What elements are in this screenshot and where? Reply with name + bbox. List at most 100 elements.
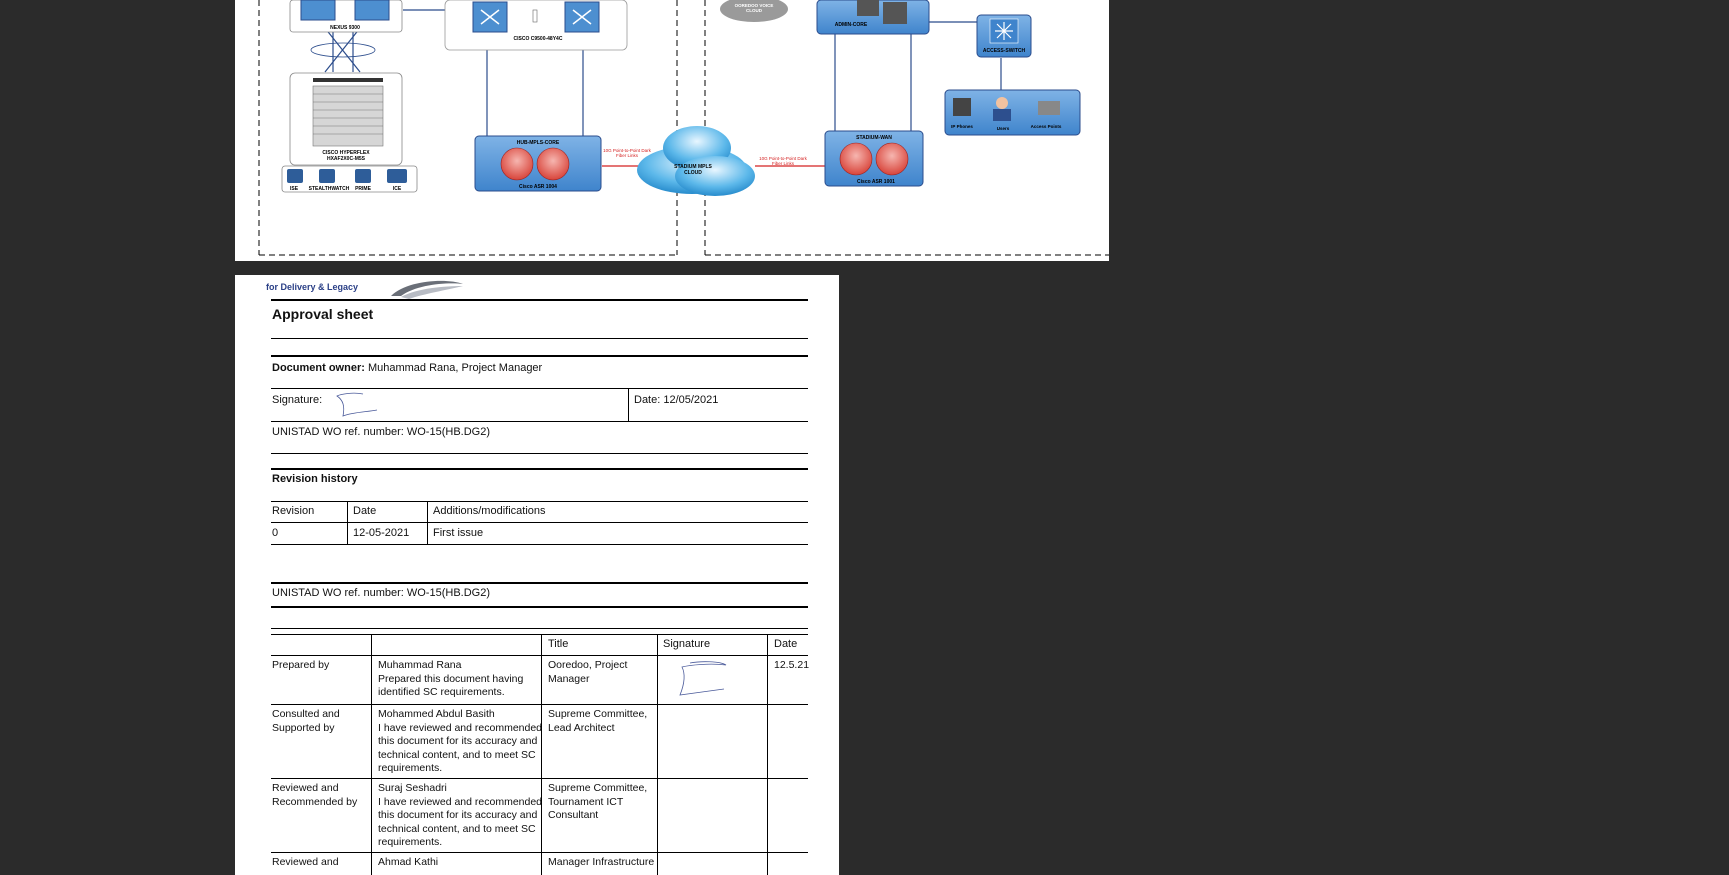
ice-label: ICE [393, 186, 402, 192]
approval-role: Consulted and Supported by [272, 708, 340, 734]
admin-core-label: ADMIN-CORE [835, 22, 868, 28]
access-point-icon [1038, 101, 1060, 115]
hub-core-label: HUB-MPLS-CORE [517, 140, 560, 146]
nexus-label: NEXUS 9300 [330, 25, 360, 31]
server-stack-icon [312, 78, 384, 147]
divider [271, 421, 808, 422]
ip-phones-label: IP Phones [951, 124, 973, 129]
ip-phone-icon [953, 98, 971, 116]
approval-header-date: Date [774, 638, 798, 650]
revision-heading: Revision history [272, 473, 358, 485]
divider [271, 468, 808, 470]
approval-note: I have reviewed and recommended this doc… [378, 795, 543, 849]
prime-label: PRIME [355, 186, 372, 192]
ref-number-2: UNISTAD WO ref. number: WO-15(HB.DG2) [272, 587, 490, 599]
stealthwatch-label: STEALTHWATCH [309, 186, 350, 192]
divider [271, 582, 808, 584]
svg-text:Fiber Links: Fiber Links [772, 161, 795, 166]
approval-title: Supreme Committee, Lead Architect [548, 708, 648, 734]
voice-cloud-icon [720, 0, 788, 22]
nexus-switch-icon [300, 0, 336, 21]
divider [271, 778, 808, 779]
nexus-switch-icon [354, 0, 390, 21]
stealthwatch-icon [319, 169, 335, 183]
revision-header: Revision [272, 505, 315, 517]
hyperflex-label: CISCO HYPERFLEX [322, 150, 370, 156]
divider [271, 388, 808, 389]
signature-label: Signature: [272, 394, 323, 406]
user-icon [996, 97, 1008, 109]
hub-router-label: Cisco ASR 1004 [519, 184, 557, 190]
mpls-cloud-icon [637, 126, 755, 196]
approval-role: Reviewed and Recommended by [272, 782, 358, 808]
divider [271, 299, 808, 301]
switch-icon [857, 0, 879, 16]
switch-icon [883, 2, 907, 24]
divider [271, 852, 808, 853]
management-tools-group [281, 165, 418, 193]
prepared-by-signature [679, 661, 727, 696]
approval-page: for Delivery & Legacy Approval sheet Doc… [235, 275, 839, 875]
diagram-page: NEXUS 9300 CISCO C9500-48Y4C CISCO HYPER… [235, 0, 1109, 261]
access-switch-label: ACCESS-SWITCH [983, 48, 1026, 54]
svg-text:CLOUD: CLOUD [684, 170, 702, 176]
header-brand-text: for Delivery & Legacy [266, 282, 359, 292]
stadium-wan-label: STADIUM-WAN [856, 135, 892, 141]
approval-header-title: Title [548, 638, 569, 650]
revision-cell: 0 [272, 527, 279, 539]
access-points-label: Access Points [1031, 124, 1062, 129]
divider [271, 606, 808, 608]
network-diagram: NEXUS 9300 CISCO C9500-48Y4C CISCO HYPER… [258, 0, 1109, 256]
approval-note: Prepared this document having identified… [378, 672, 524, 699]
approval-person: Ahmad Kathi [378, 856, 544, 870]
approval-role: Prepared by [272, 659, 330, 671]
router-icon [875, 142, 909, 176]
divider [271, 355, 808, 357]
revision-table-top [271, 501, 808, 502]
revision-table-bottom [271, 544, 808, 545]
divider [271, 704, 808, 705]
right-link-label: 10G Point-to-Point Dark [759, 156, 808, 161]
prime-icon [355, 169, 371, 183]
cell-divider [628, 389, 629, 422]
ice-icon [387, 169, 407, 183]
voice-cloud-label: OOREDOO VOICE [735, 3, 774, 8]
owner-signature [336, 392, 378, 417]
page-title: Approval sheet [272, 306, 374, 322]
cloud-label: STADIUM MPLS [674, 164, 712, 170]
approval-name: Mohammed Abdul Basith [378, 708, 495, 720]
logo-swoosh-icon [391, 280, 463, 299]
users-label: Users [997, 126, 1010, 131]
approval-note: I have reviewed and recommended this doc… [378, 721, 543, 775]
approval-name: Suraj Seshadri [378, 782, 447, 794]
approval-header-signature: Signature [663, 638, 711, 650]
router-icon [839, 142, 873, 176]
stadium-router-label: Cisco ASR 1001 [857, 179, 895, 185]
divider [271, 655, 808, 656]
revision-cell: 12-05-2021 [353, 527, 410, 539]
svg-text:Fiber Links: Fiber Links [616, 153, 639, 158]
date-label: Date: 12/05/2021 [634, 394, 719, 406]
owner-value: Muhammad Rana, Project Manager [364, 362, 543, 374]
catalyst-group [444, 0, 628, 51]
header-logo: for Delivery & Legacy [266, 278, 566, 300]
ise-label: ISE [290, 186, 299, 192]
svg-text:CLOUD: CLOUD [746, 8, 763, 13]
catalyst-label: CISCO C9500-48Y4C [514, 36, 563, 42]
approval-date: 12.5.21 [774, 659, 810, 671]
router-icon [536, 147, 570, 181]
approval-title: Manager Infrastructure [548, 856, 655, 868]
approval-name: Muhammad Rana [378, 659, 462, 671]
revision-cell: First issue [433, 527, 484, 539]
owner-label: Document owner: [272, 362, 365, 374]
divider [271, 522, 808, 523]
divider [271, 338, 808, 339]
approval-title: Ooredoo, Project Manager [548, 659, 628, 685]
divider [271, 453, 808, 454]
approval-role: Reviewed and [272, 856, 339, 868]
revision-header: Date [353, 505, 377, 517]
left-link-label: 10G Point-to-Point Dark [603, 148, 652, 153]
